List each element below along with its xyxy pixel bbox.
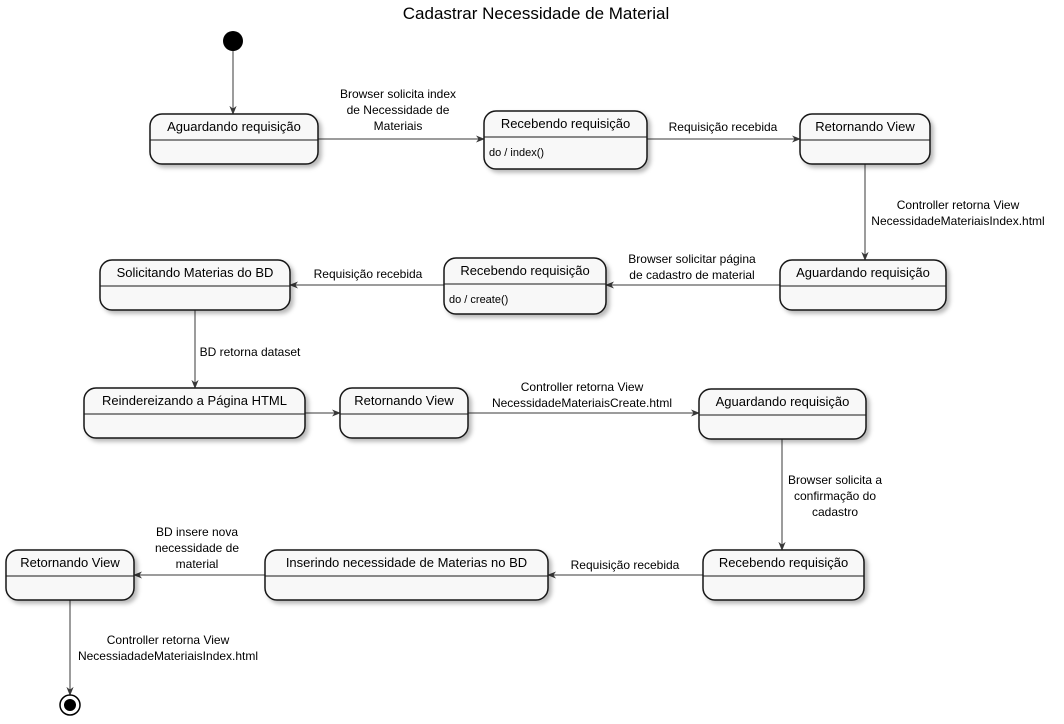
transition-label: BD insere nova necessidade de material <box>155 525 239 571</box>
state-s12: Retornando View <box>5 549 135 601</box>
transition-label: BD retorna dataset <box>200 345 301 359</box>
state-box <box>264 549 549 601</box>
state-name: Recebendo requisição <box>501 116 630 131</box>
state-s8: Retornando View <box>339 387 469 439</box>
state-name: Aguardando requisição <box>167 119 301 134</box>
transition-label-line: Controller retorna View <box>107 633 230 647</box>
state-s2: Recebendo requisição do / index() <box>483 110 648 170</box>
transition-label-line: NecessidadeMateriaisCreate.html <box>492 396 672 410</box>
state-s11: Inserindo necessidade de Materias no BD <box>264 549 549 601</box>
state-name: Reindereizando a Página HTML <box>102 393 287 408</box>
state-s6: Solicitando Materias do BD <box>99 259 291 311</box>
transition-label-line: NecessidadeMateriaisIndex.html <box>871 214 1044 228</box>
state-box <box>5 549 135 601</box>
state-name: Recebendo requisição <box>460 263 589 278</box>
state-box <box>339 387 469 439</box>
state-name: Retornando View <box>815 119 915 134</box>
transition-label-line: Browser solicita a <box>788 473 882 487</box>
state-s4: Aguardando requisição <box>779 259 947 311</box>
transition-label-line: Requisição recebida <box>314 267 423 281</box>
transition-label-line: NecessiadadeMateriaisIndex.html <box>78 649 258 663</box>
state-name: Solicitando Materias do BD <box>117 265 274 280</box>
transition-label-line: BD insere nova <box>156 525 238 539</box>
state-s5: Recebendo requisição do / create() <box>443 257 607 315</box>
state-box <box>779 259 947 311</box>
state-name: Retornando View <box>20 555 120 570</box>
transition-label-line: Controller retorna View <box>521 380 644 394</box>
state-s9: Aguardando requisição <box>698 388 867 440</box>
state-box <box>99 259 291 311</box>
transition-label: Browser solicitar página de cadastro de m… <box>628 252 756 282</box>
transition-label-line: Controller retorna View <box>897 198 1020 212</box>
transition-label: Requisição recebida <box>571 558 680 572</box>
state-box <box>702 549 865 601</box>
final-state <box>59 694 81 716</box>
transition-label: Requisição recebida <box>314 267 423 281</box>
transition-label-line: material <box>176 557 219 571</box>
state-s1: Aguardando requisição <box>149 113 319 165</box>
transition-label-line: confirmação do <box>794 489 876 503</box>
initial-state <box>223 31 243 51</box>
state-name: Recebendo requisição <box>719 555 848 570</box>
state-box <box>698 388 867 440</box>
state-box <box>83 387 306 439</box>
state-box <box>483 110 648 170</box>
diagram-title: Cadastrar Necessidade de Material <box>403 4 669 23</box>
transition-labels: Browser solicita index de Necessidade de M… <box>78 87 1045 663</box>
transition-label-line: cadastro <box>812 505 858 519</box>
state-s7: Reindereizando a Página HTML <box>83 387 306 439</box>
transition-label-line: Browser solicitar página <box>628 252 756 266</box>
state-name: Aguardando requisição <box>716 394 850 409</box>
state-box <box>149 113 319 165</box>
state-box <box>443 257 607 315</box>
transition-label: Browser solicita index de Necessidade de M… <box>340 87 456 133</box>
transition-label-line: de cadastro de material <box>629 268 754 282</box>
transition-label-line: necessidade de <box>155 541 239 555</box>
transitions <box>66 51 869 696</box>
transition-label-line: BD retorna dataset <box>200 345 301 359</box>
state-name: Inserindo necessidade de Materias no BD <box>286 555 527 570</box>
transition-label-line: de Necessidade de <box>347 103 450 117</box>
state-name: Aguardando requisição <box>796 265 930 280</box>
state-action: do / index() <box>489 147 544 159</box>
state-box <box>799 113 931 165</box>
transition-label-line: Materiais <box>374 119 423 133</box>
transition-label: Requisição recebida <box>669 120 778 134</box>
state-s10: Recebendo requisição <box>702 549 865 601</box>
transition-label-line: Requisição recebida <box>571 558 680 572</box>
transition-label-line: Browser solicita index <box>340 87 456 101</box>
transition-label-line: Requisição recebida <box>669 120 778 134</box>
state-s3: Retornando View <box>799 113 931 165</box>
transition-label: Browser solicita a confirmação do cadastro <box>788 473 882 519</box>
state-action: do / create() <box>449 294 508 306</box>
state-name: Retornando View <box>354 393 454 408</box>
